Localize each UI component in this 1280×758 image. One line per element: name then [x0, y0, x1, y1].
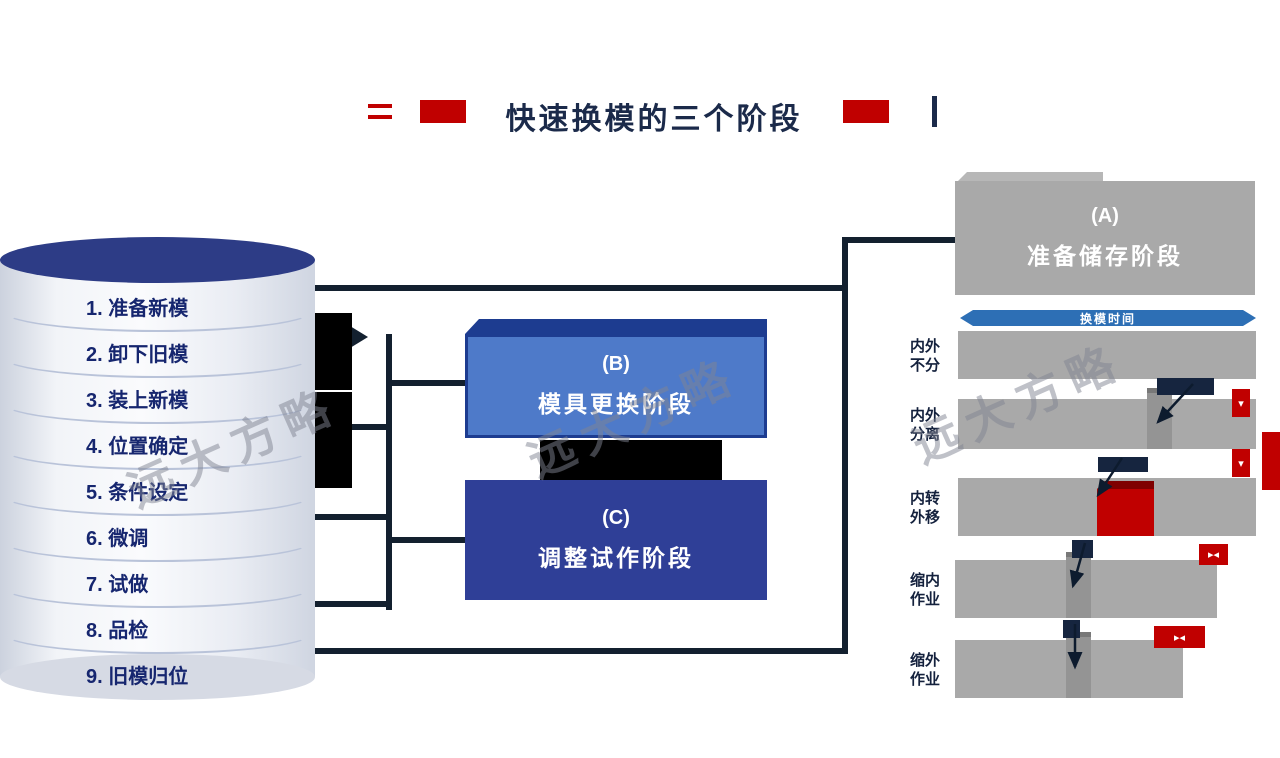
timeline-row-label-3: 内转 外移 [909, 490, 940, 526]
connector-top [315, 285, 848, 291]
move-arrow-2 [1096, 457, 1124, 498]
connector-to-stage-b [392, 380, 465, 386]
time-axis-label: 换模时间 [973, 310, 1243, 326]
move-arrow-1 [1156, 383, 1194, 424]
compress-icon: ▸◂ [1207, 549, 1220, 561]
stage-b-box: (B) 模具更换阶段 [465, 319, 767, 438]
connector-to-stage-a [848, 237, 955, 243]
stage-a-box: (A) 准备储存阶段 [955, 181, 1255, 295]
process-step: 8. 品检 [86, 620, 149, 642]
process-step: 7. 试做 [86, 574, 149, 596]
bracket-stub-3 [315, 601, 386, 607]
timeline-bar-1 [958, 331, 1256, 379]
process-step: 3. 装上新模 [86, 390, 189, 412]
title-accent-right [843, 100, 889, 123]
timeline-bar-2 [958, 399, 1256, 449]
process-step: 2. 卸下旧模 [86, 344, 189, 366]
timeline-row-label-1: 内外 不分 [909, 338, 940, 374]
cylinder-ring [0, 564, 315, 608]
cylinder-ring [0, 426, 315, 470]
process-step: 5. 条件设定 [86, 482, 189, 504]
stage-c-code: (C) [602, 507, 630, 529]
saved-time-marker-2: ▾ [1232, 449, 1250, 477]
right-arrowhead-icon [350, 326, 368, 348]
compress-icon: ▸◂ [1173, 631, 1186, 644]
timeline-move-arrows [1067, 383, 1194, 670]
title-decor-stroke-bottom [368, 115, 392, 119]
down-arrow-icon: ▾ [1238, 457, 1244, 470]
bracket-stub-2 [315, 514, 386, 520]
cylinder-ring [0, 610, 315, 654]
cylinder-ring [0, 472, 315, 516]
stage-b-top-face [465, 319, 767, 334]
connector-bottom [315, 648, 848, 654]
center-black-panel [540, 440, 722, 487]
external-work-block-1 [1157, 378, 1214, 395]
process-step: 9. 旧模归位 [86, 666, 189, 688]
timeline-row-label-5: 缩外 作业 [909, 652, 940, 688]
process-step: 1. 准备新模 [86, 298, 189, 320]
stage-b-name: 模具更换阶段 [538, 391, 694, 417]
moved-task-cube-top [1097, 481, 1154, 489]
external-work-block-2 [1098, 457, 1148, 472]
timeline-row-label-4: 缩内 作业 [909, 572, 940, 608]
side-block-upper [315, 313, 352, 390]
stage-a-code: (A) [1091, 205, 1119, 227]
stage-a-name: 准备储存阶段 [1027, 243, 1183, 269]
stage-c-box: (C) 调整试作阶段 [465, 480, 767, 600]
process-step-list: 1. 准备新模 2. 卸下旧模 3. 装上新模 4. 位置确定 5. 条件设定 … [0, 286, 315, 700]
process-step: 6. 微调 [86, 528, 149, 550]
time-axis-right-arrow-icon [1243, 310, 1256, 326]
stage-a-top-face [957, 172, 1103, 182]
connector-right-vertical [842, 237, 848, 654]
cylinder-bottom-cap [0, 654, 315, 700]
cylinder-ring [0, 288, 315, 332]
compress-marker-2: ▸◂ [1154, 626, 1205, 648]
stage-c-name: 调整试作阶段 [538, 545, 694, 571]
cylinder-ring [0, 380, 315, 424]
saved-time-marker-1: ▾ [1232, 389, 1250, 417]
cylinder-ring [0, 334, 315, 378]
down-arrow-icon: ▾ [1238, 397, 1244, 410]
side-block-lower [315, 392, 352, 488]
cylinder-top-cap [0, 237, 315, 283]
title-accent-left [420, 100, 466, 123]
time-axis-left-arrow-icon [960, 310, 973, 326]
page-title: 快速换模的三个阶段 [505, 103, 803, 136]
cylinder-ring [0, 518, 315, 562]
stage-b-code: (B) [602, 353, 630, 375]
move-arrow-3 [1069, 542, 1087, 589]
process-cylinder: 1. 准备新模 2. 卸下旧模 3. 装上新模 4. 位置确定 5. 条件设定 … [0, 237, 315, 702]
title-tick [932, 96, 937, 127]
bracket-vertical [386, 334, 392, 610]
title-decor-stroke-top [368, 104, 392, 108]
connector-to-stage-c [392, 537, 465, 543]
saved-time-bar [1262, 432, 1280, 490]
timeline-row-label-2: 内外 分离 [909, 407, 940, 443]
stage-b-front: (B) 模具更换阶段 [465, 334, 767, 438]
time-axis: 换模时间 [960, 310, 1256, 326]
compress-marker-1: ▸◂ [1199, 544, 1228, 565]
process-step: 4. 位置确定 [86, 436, 189, 458]
